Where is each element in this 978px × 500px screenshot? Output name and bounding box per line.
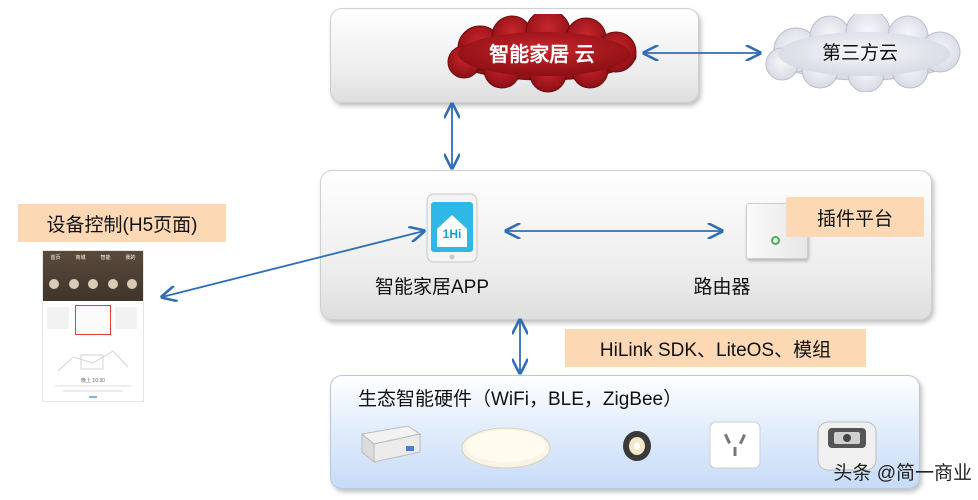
- router-label: 路由器: [693, 277, 751, 298]
- arrow-app-h5-page: [162, 231, 424, 297]
- downlight-device-icon: [623, 431, 651, 461]
- phone-circle-icon[interactable]: [49, 279, 59, 289]
- ecosystem-panel: [330, 375, 920, 489]
- module-device-icon: [360, 425, 422, 464]
- phone-tab[interactable]: 首页: [50, 255, 61, 261]
- plugin-platform-tag: 插件平台: [786, 197, 924, 237]
- router-power-light: [771, 236, 780, 245]
- camera-box-device-icon: [817, 421, 877, 471]
- phone-illustration: [57, 350, 129, 372]
- smart-home-app-icon[interactable]: 1Hi: [426, 193, 478, 263]
- smart-home-cloud-label: 智能家居 云: [489, 44, 595, 66]
- phone-line: [63, 390, 123, 392]
- smart-socket-device-icon: [709, 421, 761, 469]
- sdk-tag: HiLink SDK、LiteOS、模组: [565, 329, 866, 367]
- phone-circle-icon[interactable]: [88, 279, 98, 289]
- phone-circle-icon[interactable]: [107, 279, 118, 289]
- phone-tab[interactable]: 智能: [100, 255, 111, 261]
- phone-icon-row: [49, 279, 137, 289]
- phone-card[interactable]: [47, 307, 69, 329]
- phone-card-selected[interactable]: [75, 305, 111, 335]
- h5-page-screenshot: 首页 商城 智能 我的 晚上 10:30: [42, 250, 144, 402]
- ecosystem-label: 生态智能硬件（WiFi，BLE，ZigBee）: [358, 389, 683, 410]
- app-icon-text: 1Hi: [442, 227, 462, 241]
- phone-tab[interactable]: 商城: [75, 255, 86, 261]
- phone-header: [43, 251, 143, 301]
- phone-tabs: 首页 商城 智能 我的: [43, 254, 143, 261]
- phone-line: [55, 385, 131, 387]
- phone-card[interactable]: [115, 307, 137, 329]
- phone-page-dots: [89, 396, 97, 398]
- phone-tab[interactable]: 我的: [125, 255, 136, 261]
- phone-circle-icon[interactable]: [127, 279, 137, 289]
- phone-time-text: 晚上 10:30: [81, 378, 105, 384]
- ceiling-light-device-icon: [461, 427, 551, 469]
- third-party-cloud: [765, 14, 961, 92]
- phone-circle-icon[interactable]: [68, 279, 79, 289]
- smart-home-cloud: [447, 14, 637, 93]
- third-party-cloud-label: 第三方云: [821, 43, 898, 64]
- watermark-text: 头条 @简一商业: [833, 463, 972, 484]
